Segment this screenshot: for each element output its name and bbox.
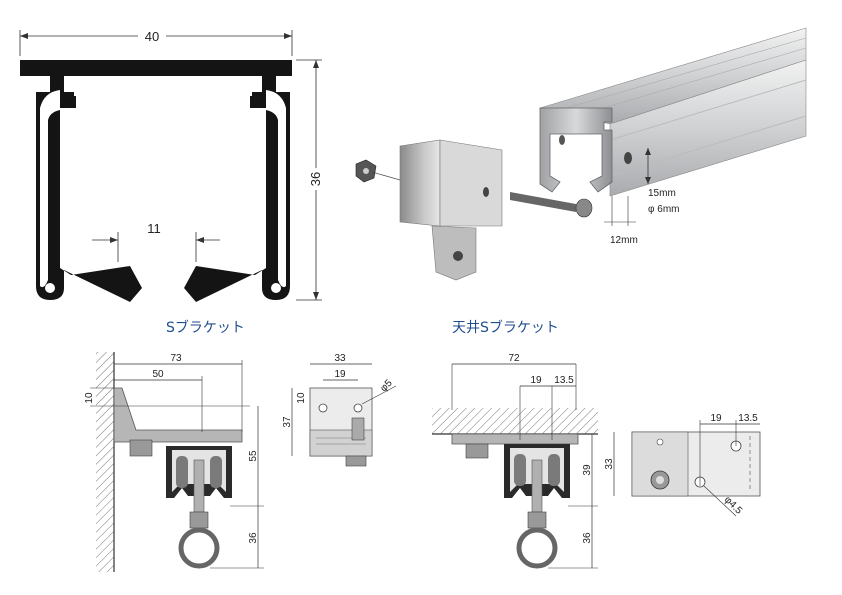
ceiling-plate-height: 33 [604, 458, 615, 470]
hole-diameter-label: φ 6mm [648, 204, 679, 215]
s-side-top: 10 [84, 392, 95, 404]
s-side-overall: 73 [170, 353, 182, 364]
bracket-3d [399, 139, 503, 281]
s-side-height: 55 [248, 450, 259, 462]
s-bracket-side-view [96, 352, 243, 572]
ceiling-bracket-side-dims: 72 19 13.5 39 36 [451, 353, 598, 569]
rail-3d-view [538, 27, 807, 197]
ceiling-side-pitch-b: 13.5 [554, 375, 574, 386]
s-bracket-plate-view: 33 19 37 10 φ5 [282, 353, 397, 467]
profile-height-dimension: 36 [296, 59, 324, 301]
profile-height-label: 36 [308, 172, 323, 186]
ceiling-bracket-side-view [432, 408, 598, 569]
s-bracket-title: Sブラケット [166, 319, 245, 336]
slot-height-label: 15mm [648, 188, 676, 199]
profile-slot-label: 11 [147, 221, 161, 236]
ceiling-plate-pitch-a: 19 [710, 413, 722, 424]
ceiling-bracket-title: 天井Sブラケット [452, 319, 559, 336]
s-plate-width: 33 [334, 353, 346, 364]
s-side-inner: 50 [152, 369, 164, 380]
ceiling-side-drop: 36 [582, 532, 593, 544]
s-side-drop: 36 [248, 532, 259, 544]
ceiling-side-overall: 72 [508, 353, 520, 364]
s-plate-top: 10 [296, 392, 307, 404]
rail-profile [20, 60, 292, 302]
ceiling-side-height: 39 [582, 464, 593, 476]
s-bracket-side-dims: 73 50 10 55 36 [84, 353, 264, 569]
s-plate-hole: φ5 [378, 378, 395, 395]
s-plate-height: 37 [282, 416, 293, 428]
profile-slot-dimension: 11 [92, 221, 220, 262]
profile-width-label: 40 [145, 29, 159, 44]
ceiling-side-pitch-a: 19 [530, 375, 542, 386]
s-plate-pitch: 19 [334, 369, 346, 380]
hole-offset-label: 12mm [610, 235, 638, 246]
bolt-3d [355, 159, 593, 218]
profile-width-dimension: 40 [19, 28, 293, 56]
ceiling-plate-pitch-b: 13.5 [738, 413, 758, 424]
ceiling-bracket-plate-view: 19 13.5 33 φ4.5 [604, 413, 761, 517]
rail-slot-callout: 15mm φ 6mm 12mm [604, 148, 679, 246]
